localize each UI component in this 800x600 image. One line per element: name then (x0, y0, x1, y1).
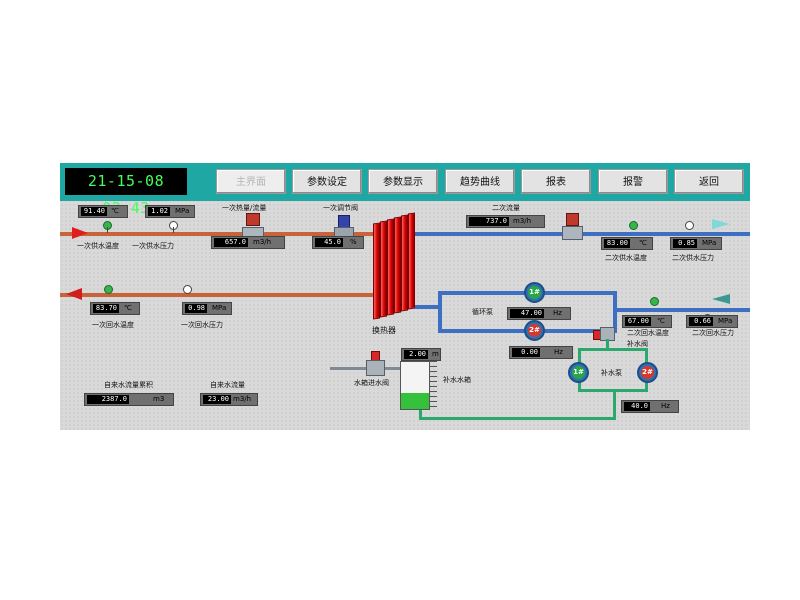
makeup-pipe (613, 392, 616, 420)
primary-supply-pressure-display: 1.02 MPa (145, 205, 195, 218)
makeup-pipe (419, 408, 422, 420)
secondary-supply-pressure-display: 0.85 MPa (670, 237, 722, 250)
flow-in-arrow-icon (712, 294, 730, 304)
primary-return-pressure-display: 0.98 MPa (182, 302, 232, 315)
flow-out-arrow-icon (712, 219, 730, 229)
makeup-pump-label: 补水泵 (601, 369, 622, 377)
secondary-return-pressure-display: 0.66 MPa (686, 315, 738, 328)
primary-return-pressure-label: 一次回水压力 (181, 321, 223, 329)
hx-plate (387, 218, 394, 316)
hx-plate (408, 212, 415, 310)
secondary-flow-label: 二次流量 (492, 204, 520, 212)
tap-water-total-label: 自来水流量累积 (104, 381, 153, 389)
primary-supply-temp-label: 一次供水温度 (77, 242, 119, 250)
makeup-pipe (606, 339, 609, 349)
circulation-pump-freq-display: 47.00 Hz (507, 307, 571, 320)
makeup-pump-2[interactable]: 2# (637, 362, 658, 383)
nav-main-button[interactable]: 主界面 (216, 169, 286, 194)
secondary-return-pressure-label: 二次回水压力 (692, 329, 734, 337)
nav-param-settings-button[interactable]: 参数设定 (292, 169, 362, 194)
flow-in-arrow-icon (72, 227, 88, 239)
circulation-pipe (613, 291, 617, 333)
inlet-valve-body-icon (366, 360, 385, 376)
nav-alarm-button[interactable]: 报警 (598, 169, 668, 194)
clock-display: 21-15-08 02:43 (65, 168, 187, 217)
flow-out-arrow-icon (66, 288, 82, 300)
circulation-pipe (438, 291, 442, 333)
tank-scale (429, 361, 437, 408)
tank-label: 补水水箱 (443, 376, 471, 384)
tank-water-level (401, 392, 429, 409)
temp-sensor-icon (104, 285, 113, 294)
flow-meter-body (562, 226, 583, 240)
tap-water-pipe (330, 367, 400, 370)
makeup-valve-label: 补水阀 (627, 340, 648, 348)
tap-water-total-display: 2387.0 m3 (84, 393, 174, 406)
secondary-flow-display: 737.0 m3/h (466, 215, 545, 228)
secondary-return-temp-label: 二次回水温度 (627, 329, 669, 337)
secondary-supply-temp-display: 83.00 ℃ (601, 237, 653, 250)
primary-supply-pipe (60, 232, 374, 236)
circulation-pump-2-freq-display: 0.00 Hz (509, 346, 573, 359)
nav-param-display-button[interactable]: 参数显示 (368, 169, 438, 194)
tap-water-flow-display: 23.00 m3/h (200, 393, 258, 406)
temp-sensor-icon (629, 221, 638, 230)
circulation-pipe (415, 305, 441, 309)
top-bar: 21-15-08 02:43 主界面 参数设定 参数显示 趋势曲线 报表 报警 … (60, 163, 750, 217)
makeup-water-tank (400, 361, 430, 410)
primary-return-temp-display: 83.70 ℃ (90, 302, 140, 315)
circulation-pump-2[interactable]: 2# (524, 320, 545, 341)
temp-sensor-icon (650, 297, 659, 306)
makeup-pump-freq-display: 40.0 Hz (621, 400, 679, 413)
tap-water-flow-label: 自来水流量 (210, 381, 245, 389)
sensor-stem (107, 227, 108, 233)
hx-plate (394, 216, 401, 314)
hx-plate (373, 222, 380, 320)
hx-plate (401, 214, 408, 312)
nav-back-button[interactable]: 返回 (674, 169, 744, 194)
nav-report-button[interactable]: 报表 (521, 169, 591, 194)
heat-exchanger-label: 换热器 (372, 326, 396, 335)
tank-level-display: 2.00 m (401, 348, 441, 361)
primary-flow-display: 657.0 m3/h (211, 236, 285, 249)
flow-meter-icon (566, 213, 579, 226)
makeup-pipe (578, 348, 648, 351)
pressure-gauge-icon (685, 221, 694, 230)
primary-return-pipe (60, 293, 374, 297)
primary-supply-temp-display: 91.40 ℃ (78, 205, 128, 218)
sensor-stem (173, 227, 174, 233)
nav-trend-button[interactable]: 趋势曲线 (445, 169, 515, 194)
hx-plate (380, 220, 387, 318)
secondary-supply-pressure-label: 二次供水压力 (672, 254, 714, 262)
makeup-pipe (578, 389, 648, 392)
primary-return-temp-label: 一次回水温度 (92, 321, 134, 329)
circulation-pump-1[interactable]: 1# (524, 282, 545, 303)
pressure-gauge-icon (183, 285, 192, 294)
makeup-pump-1[interactable]: 1# (568, 362, 589, 383)
makeup-pipe (419, 417, 616, 420)
regulating-valve-display: 45.0 % (312, 236, 364, 249)
secondary-return-pipe (613, 308, 750, 312)
regulating-valve-label: 一次调节阀 (323, 204, 358, 212)
circulation-pump-label: 循环泵 (472, 308, 493, 316)
primary-flow-label: 一次热量/流量 (222, 204, 267, 212)
secondary-return-temp-display: 67.00 ℃ (622, 315, 672, 328)
primary-supply-pressure-label: 一次供水压力 (132, 242, 174, 250)
flow-meter-icon (246, 213, 260, 226)
tank-inlet-valve-label: 水箱进水阀 (354, 379, 389, 387)
hmi-panel: 21-15-08 02:43 主界面 参数设定 参数显示 趋势曲线 报表 报警 … (60, 163, 750, 430)
secondary-supply-temp-label: 二次供水温度 (605, 254, 647, 262)
